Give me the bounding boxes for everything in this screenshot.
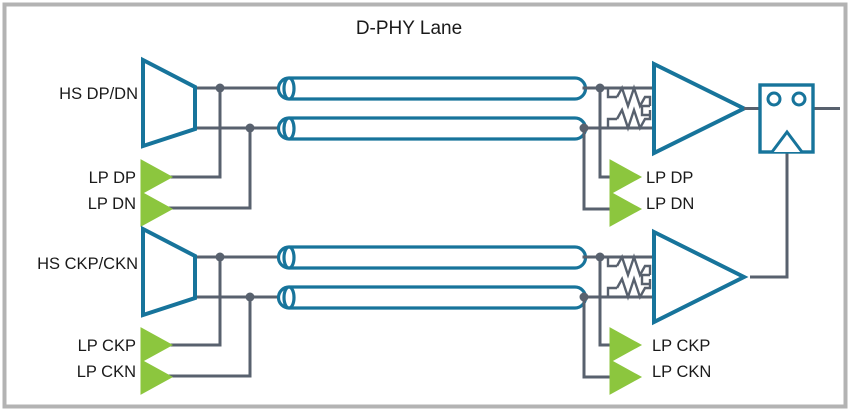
lp-ckp-rx-receiver-icon — [609, 327, 643, 363]
label-lp-ckn-tx: LP CKN — [77, 363, 136, 381]
data-termination-network — [606, 84, 652, 132]
lp-dp-tx-driver-icon — [140, 159, 174, 195]
lp-dn-tx-driver-icon — [140, 191, 174, 227]
lp-ckn-tx-driver-icon — [140, 359, 174, 395]
tx-data-n-junction — [245, 123, 255, 133]
data-lane-p-cable — [276, 76, 588, 101]
label-lp-dp-rx: LP DP — [646, 169, 693, 187]
tx-clock-n-junction — [245, 292, 255, 302]
rx-data-wire-group — [582, 86, 657, 211]
rx-data-n-junction — [579, 123, 589, 133]
page-title: D-PHY Lane — [356, 18, 462, 39]
hs-data-driver — [141, 56, 197, 149]
flipflop-bubble-right — [791, 91, 807, 107]
label-lp-ckp-rx: LP CKP — [652, 337, 710, 355]
sampling-flipflop — [758, 83, 815, 154]
lp-ckn-rx-receiver-icon — [609, 359, 643, 395]
label-lp-ckn-rx: LP CKN — [652, 363, 711, 381]
label-hs-clock: HS CKP/CKN — [37, 255, 138, 273]
label-lp-dp-tx: LP DP — [89, 169, 136, 187]
clock-termination-network — [606, 253, 652, 301]
label-hs-data: HS DP/DN — [59, 85, 138, 103]
rx-clock-wire-group — [582, 255, 657, 379]
tx-clock-wire-group — [168, 255, 285, 378]
lp-dn-rx-receiver-icon — [609, 191, 643, 227]
flipflop-clock-triangle-icon — [770, 129, 804, 153]
lp-dp-rx-receiver-icon — [609, 159, 643, 195]
tx-data-p-junction — [215, 83, 225, 93]
rx-clock-n-junction — [579, 292, 589, 302]
clock-lane-n-cable — [276, 285, 588, 310]
hs-clock-driver — [141, 225, 197, 318]
clock-lane-p-cable — [276, 245, 588, 270]
rx-data-output-wire — [744, 107, 840, 279]
hs-data-receiver — [652, 60, 749, 157]
rx-data-p-junction — [595, 83, 605, 93]
flipflop-bubble-left — [766, 91, 782, 107]
label-lp-dn-tx: LP DN — [88, 195, 136, 213]
label-lp-ckp-tx: LP CKP — [78, 337, 136, 355]
lp-ckp-tx-driver-icon — [140, 327, 174, 363]
tx-clock-p-junction — [215, 252, 225, 262]
label-lp-dn-rx: LP DN — [646, 195, 694, 213]
data-lane-n-cable — [276, 116, 588, 141]
tx-data-wire-group — [168, 86, 285, 210]
hs-clock-receiver — [652, 228, 749, 326]
rx-clock-p-junction — [595, 252, 605, 262]
